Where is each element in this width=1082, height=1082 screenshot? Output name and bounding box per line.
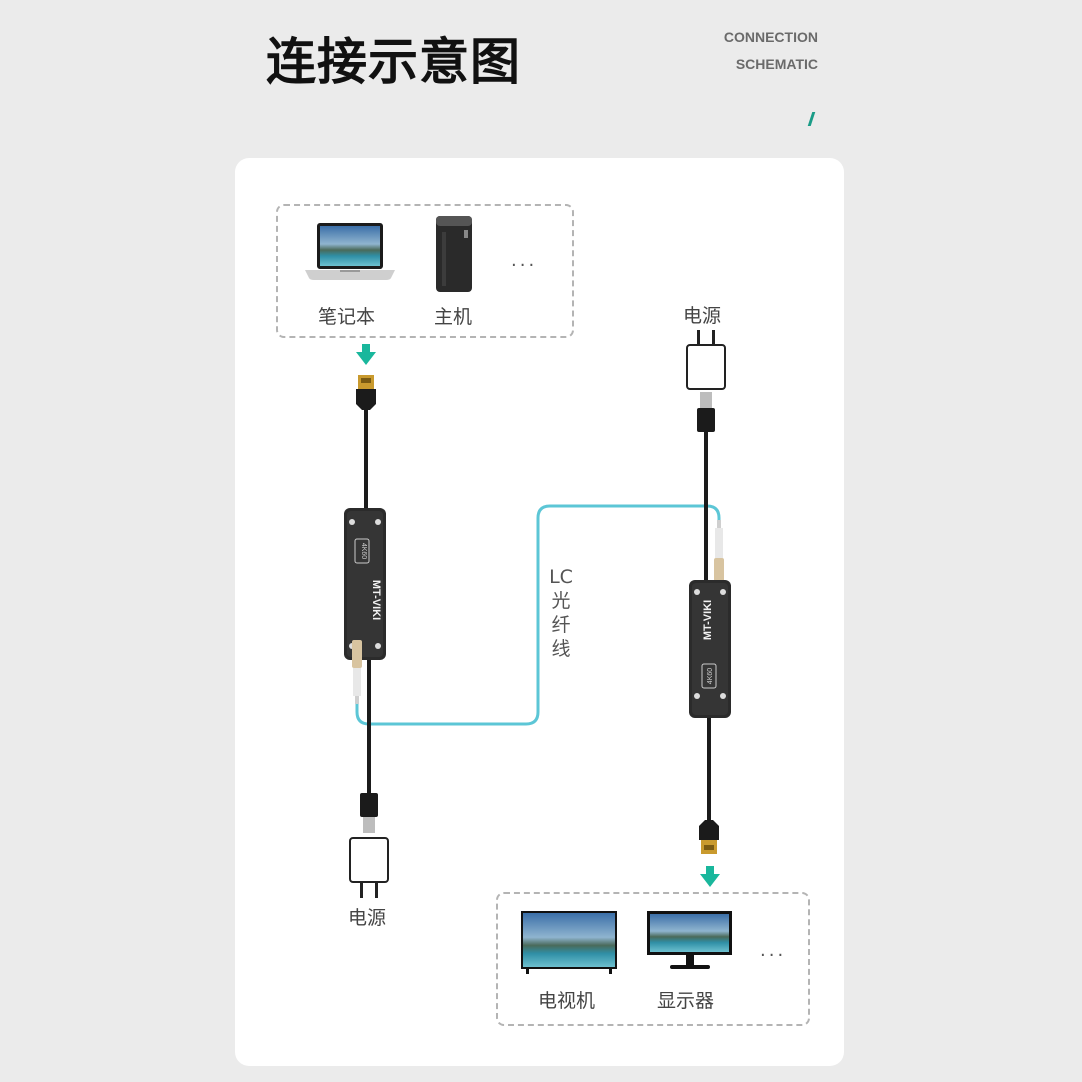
transmitter-brand: MT-VIKI bbox=[370, 580, 382, 620]
transmitter-power-adapter-icon bbox=[349, 837, 389, 898]
monitor-label: 显示器 bbox=[657, 990, 715, 1012]
display-arrow-icon bbox=[700, 866, 720, 887]
page-subtitle: CONNECTION SCHEMATIC bbox=[700, 24, 818, 78]
hdmi-output-plug-icon bbox=[699, 812, 719, 854]
fiber-label: LC 光 纤 线 bbox=[548, 565, 574, 661]
receiver-power-label: 电源 bbox=[683, 305, 722, 327]
display-device-group bbox=[496, 892, 810, 1026]
receiver-badge: 4K60 bbox=[707, 668, 714, 684]
desktop-label: 主机 bbox=[434, 306, 473, 328]
laptop-icon bbox=[305, 223, 395, 280]
receiver-brand: MT-VIKI bbox=[702, 600, 714, 640]
lc-fiber-cable bbox=[355, 504, 721, 726]
fiber-label-line-1: LC bbox=[549, 566, 573, 588]
transmitter-box bbox=[344, 508, 386, 660]
receiver-lc-connector-icon bbox=[714, 520, 724, 590]
tv-label: 电视机 bbox=[538, 990, 596, 1012]
desktop-tower-icon bbox=[436, 216, 472, 292]
transmitter-usb-plug-icon bbox=[360, 793, 378, 833]
receiver-usb-plug-icon bbox=[697, 392, 715, 432]
monitor-icon bbox=[647, 911, 732, 969]
transmitter-power-label: 电源 bbox=[348, 907, 387, 929]
fiber-label-line-2: 光 bbox=[551, 590, 571, 612]
fiber-label-line-4: 线 bbox=[551, 638, 571, 660]
subtitle-line-1: CONNECTION bbox=[723, 29, 818, 45]
receiver-box bbox=[689, 580, 731, 718]
transmitter-badge: 4K60 bbox=[360, 543, 367, 559]
tv-icon bbox=[521, 911, 617, 974]
fiber-label-line-3: 纤 bbox=[551, 614, 571, 636]
receiver-power-adapter-icon bbox=[686, 330, 726, 390]
page-title: 连接示意图 bbox=[266, 33, 521, 91]
source-device-group bbox=[276, 204, 574, 338]
source-more-dots: ... bbox=[511, 250, 538, 271]
laptop-label: 笔记本 bbox=[318, 306, 376, 328]
subtitle-line-2: SCHEMATIC bbox=[735, 56, 818, 72]
hdmi-input-plug-icon bbox=[356, 375, 376, 422]
transmitter-lc-connector-icon bbox=[352, 640, 362, 704]
display-more-dots: ... bbox=[760, 940, 787, 961]
source-arrow-icon bbox=[356, 344, 376, 365]
